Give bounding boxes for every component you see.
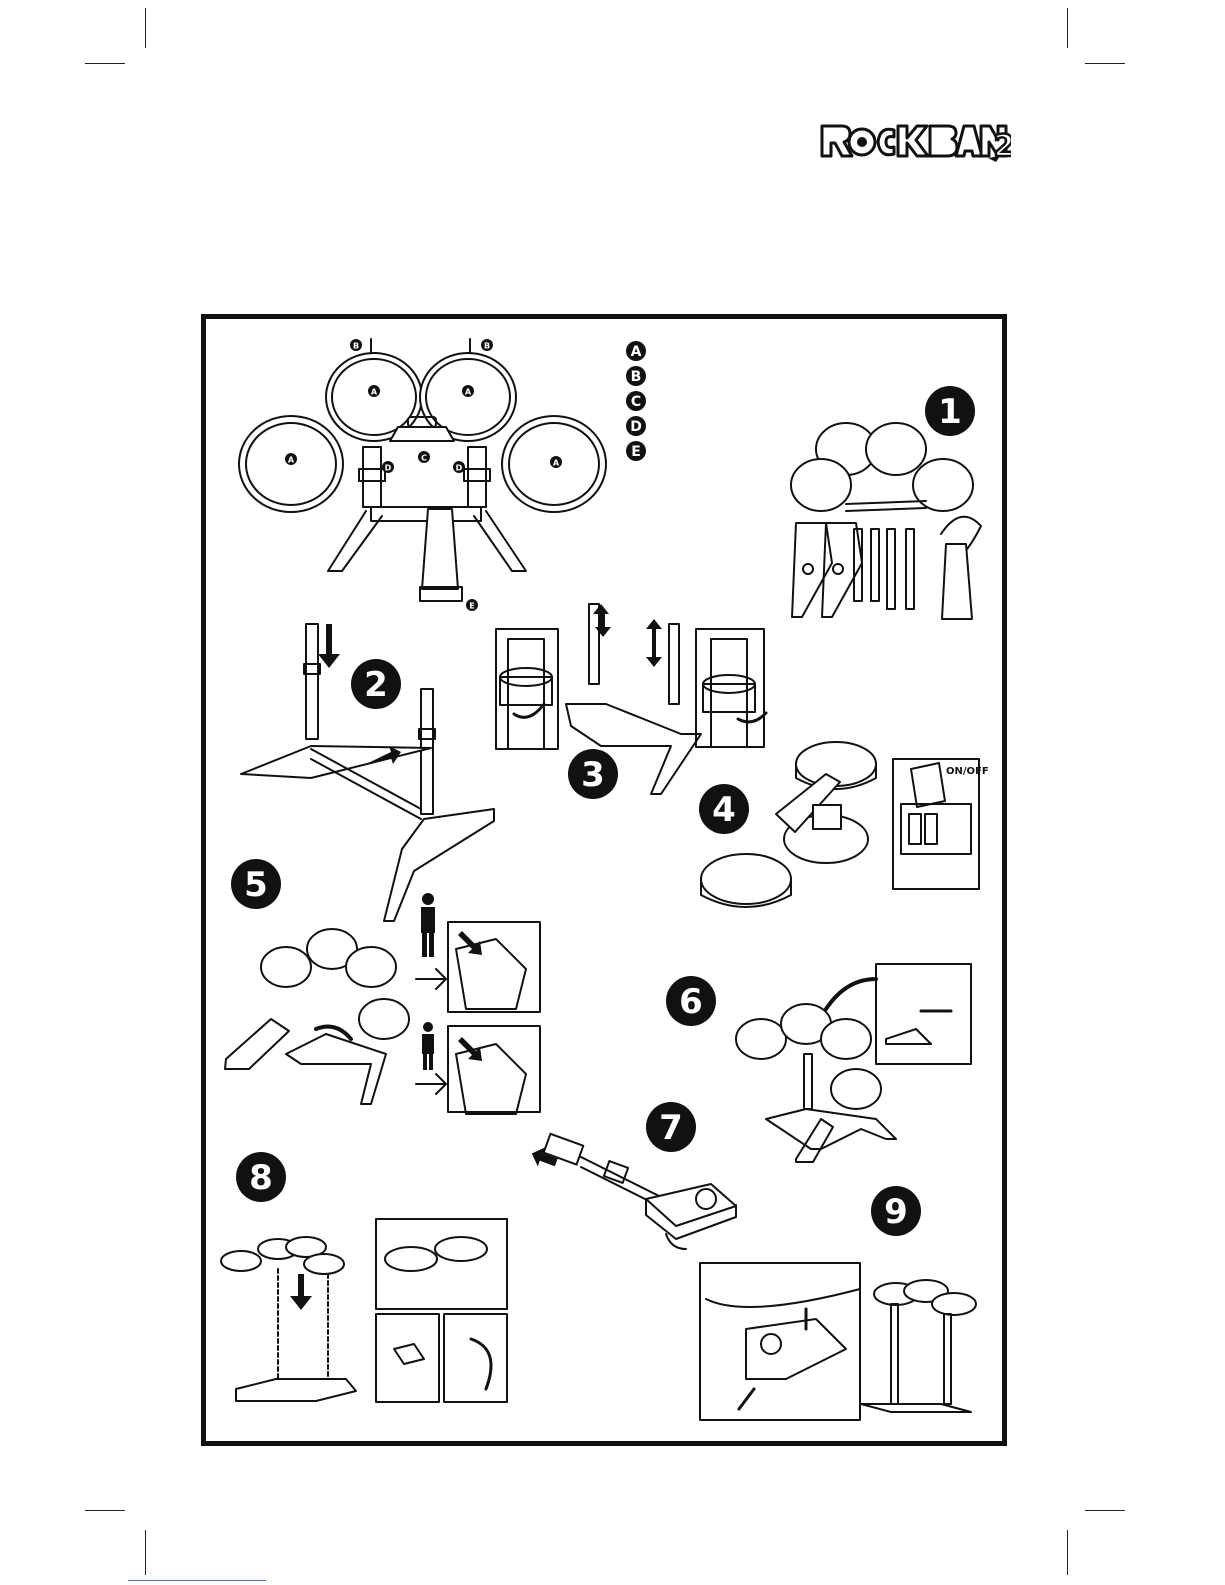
rockband-logo: 2	[816, 118, 1011, 166]
svg-text:2: 2	[994, 129, 1011, 164]
crop-mark	[1085, 1510, 1125, 1511]
callout-clamp: D	[385, 464, 392, 473]
callout-controller: C	[421, 454, 427, 463]
step9-illustration	[700, 1263, 976, 1420]
callout-cymbal_post: B	[484, 342, 490, 351]
crop-mark	[1067, 1530, 1068, 1575]
step8-illustration	[544, 1134, 736, 1249]
step-number-5: 5	[244, 865, 268, 905]
step-number-4: 4	[712, 790, 736, 830]
crop-mark	[1085, 63, 1125, 64]
step3-illustration	[496, 604, 766, 794]
step7-illustration	[221, 1219, 507, 1402]
drum-kit-main-illustration	[239, 339, 606, 601]
step5-illustration	[225, 922, 540, 1114]
crop-mark	[85, 1510, 125, 1511]
callout-cymbal_post: B	[353, 342, 359, 351]
crop-mark	[145, 1530, 146, 1575]
step-number-9: 9	[884, 1192, 908, 1232]
legend-letter-D: D	[630, 419, 642, 435]
step-number-7: 7	[659, 1108, 683, 1148]
step-number-1: 1	[938, 392, 962, 432]
legend-letter-B: B	[631, 369, 642, 385]
crop-mark	[1067, 8, 1068, 48]
crop-mark	[145, 8, 146, 48]
step-number-6: 6	[679, 982, 703, 1022]
legend-letter-A: A	[631, 344, 642, 360]
callout-pad: A	[371, 388, 378, 397]
bottom-underline	[128, 1580, 266, 1581]
callout-pedal: E	[469, 602, 474, 611]
step-number-8: 8	[249, 1158, 273, 1198]
callout-pad: A	[288, 456, 295, 465]
switch-label: ON/OFF	[946, 766, 989, 777]
step-number-2: 2	[364, 665, 388, 705]
step1-parts-illustration	[791, 423, 981, 619]
step-number-3: 3	[581, 755, 605, 795]
crop-mark	[85, 63, 125, 64]
legend-letter-C: C	[631, 394, 641, 410]
callout-pad: A	[465, 388, 472, 397]
callout-clamp: D	[456, 464, 463, 473]
callout-pad: A	[553, 459, 560, 468]
legend-letter-E: E	[631, 444, 641, 460]
step6-illustration	[736, 964, 971, 1162]
